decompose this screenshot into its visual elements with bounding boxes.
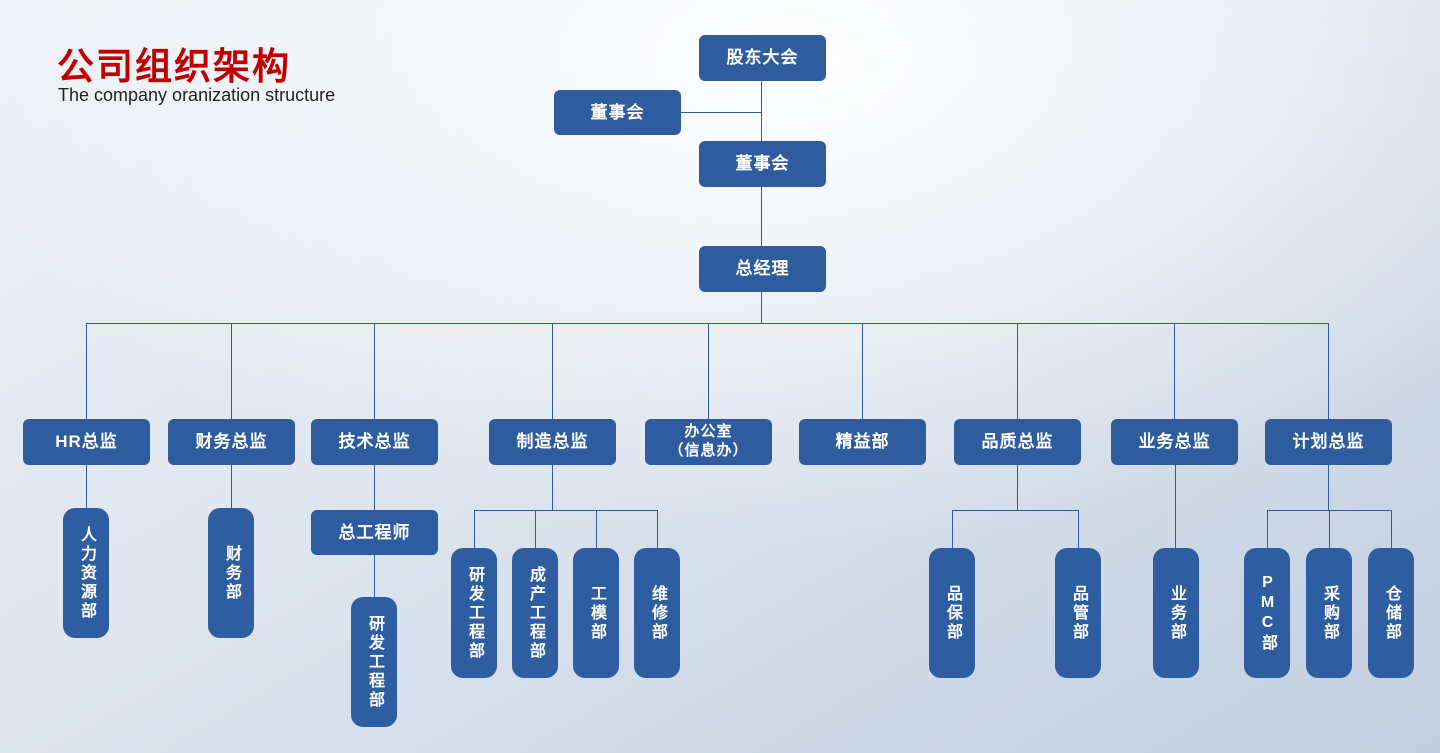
connector-drop-finance xyxy=(231,323,232,419)
connector-drop-planning xyxy=(1328,323,1329,419)
connector-tech-chief xyxy=(374,465,375,510)
page-title: 公司组织架构 xyxy=(57,46,291,87)
connector-drop-lean xyxy=(862,323,863,419)
connector-mfg-bus xyxy=(474,510,658,511)
node-manufacturing-director: 制造总监 xyxy=(489,419,616,465)
node-business-director: 业务总监 xyxy=(1111,419,1238,465)
node-quality-control-dept: 品管部 xyxy=(1055,548,1101,678)
connector-finance-dept xyxy=(231,465,232,508)
node-general-manager: 总经理 xyxy=(699,246,826,292)
connector-quality-bus-drop xyxy=(1017,465,1018,510)
connector-mfg-child1 xyxy=(474,510,475,548)
connector-board-side xyxy=(681,112,762,113)
node-office-line1: 办公室 xyxy=(684,423,733,441)
node-finance-director: 财务总监 xyxy=(168,419,295,465)
connector-board-gm xyxy=(761,187,762,246)
connector-drop-quality xyxy=(1017,323,1018,419)
node-board-of-directors: 董事会 xyxy=(699,141,826,187)
connector-gm-bus xyxy=(761,292,762,323)
node-maintenance-dept: 维修部 xyxy=(634,548,680,678)
page-subtitle: The company oranization structure xyxy=(58,85,336,105)
connector-planning-child1 xyxy=(1267,510,1268,548)
connector-planning-child2 xyxy=(1329,510,1330,548)
connector-drop-manufacturing xyxy=(552,323,553,419)
node-tech-director: 技术总监 xyxy=(311,419,438,465)
node-pmc-dept: PMC部 xyxy=(1244,548,1290,678)
node-business-dept: 业务部 xyxy=(1153,548,1199,678)
node-rd-engineering-dept-under-chief: 研发工程部 xyxy=(351,597,397,727)
connector-drop-business xyxy=(1174,323,1175,419)
connector-shareholders-board xyxy=(761,81,762,141)
connector-planning-bus-drop xyxy=(1328,465,1329,510)
node-purchasing-dept: 采购部 xyxy=(1306,548,1352,678)
connector-mfg-child3 xyxy=(596,510,597,548)
node-warehouse-dept: 仓储部 xyxy=(1368,548,1414,678)
node-hr-dept: 人力资源部 xyxy=(63,508,109,638)
node-chief-engineer: 总工程师 xyxy=(311,510,438,555)
node-finance-dept: 财务部 xyxy=(208,508,254,638)
node-planning-director: 计划总监 xyxy=(1265,419,1392,465)
connector-drop-hr xyxy=(86,323,87,419)
node-quality-assurance-dept: 品保部 xyxy=(929,548,975,678)
connector-drop-office xyxy=(708,323,709,419)
connector-main-bus xyxy=(86,323,1329,324)
node-board-side: 董事会 xyxy=(554,90,681,135)
node-shareholders-meeting: 股东大会 xyxy=(699,35,826,81)
node-lean-dept: 精益部 xyxy=(799,419,926,465)
connector-mfg-child4 xyxy=(657,510,658,548)
node-office-line2: （信息办） xyxy=(668,442,749,459)
node-quality-director: 品质总监 xyxy=(954,419,1081,465)
connector-quality-child1 xyxy=(952,510,953,548)
node-office: 办公室 （信息办） xyxy=(645,419,772,465)
node-production-engineering-dept: 成产工程部 xyxy=(512,548,558,678)
connector-quality-child2 xyxy=(1078,510,1079,548)
node-hr-director: HR总监 xyxy=(23,419,150,465)
connector-drop-tech xyxy=(374,323,375,419)
connector-quality-bus xyxy=(952,510,1079,511)
connector-mfg-child2 xyxy=(535,510,536,548)
connector-business-dept xyxy=(1175,465,1176,548)
connector-chief-rd xyxy=(374,555,375,597)
node-tooling-dept: 工模部 xyxy=(573,548,619,678)
connector-planning-child3 xyxy=(1391,510,1392,548)
connector-hr-dept xyxy=(86,465,87,508)
connector-mfg-bus-drop xyxy=(552,465,553,510)
node-rd-engineering-dept: 研发工程部 xyxy=(451,548,497,678)
